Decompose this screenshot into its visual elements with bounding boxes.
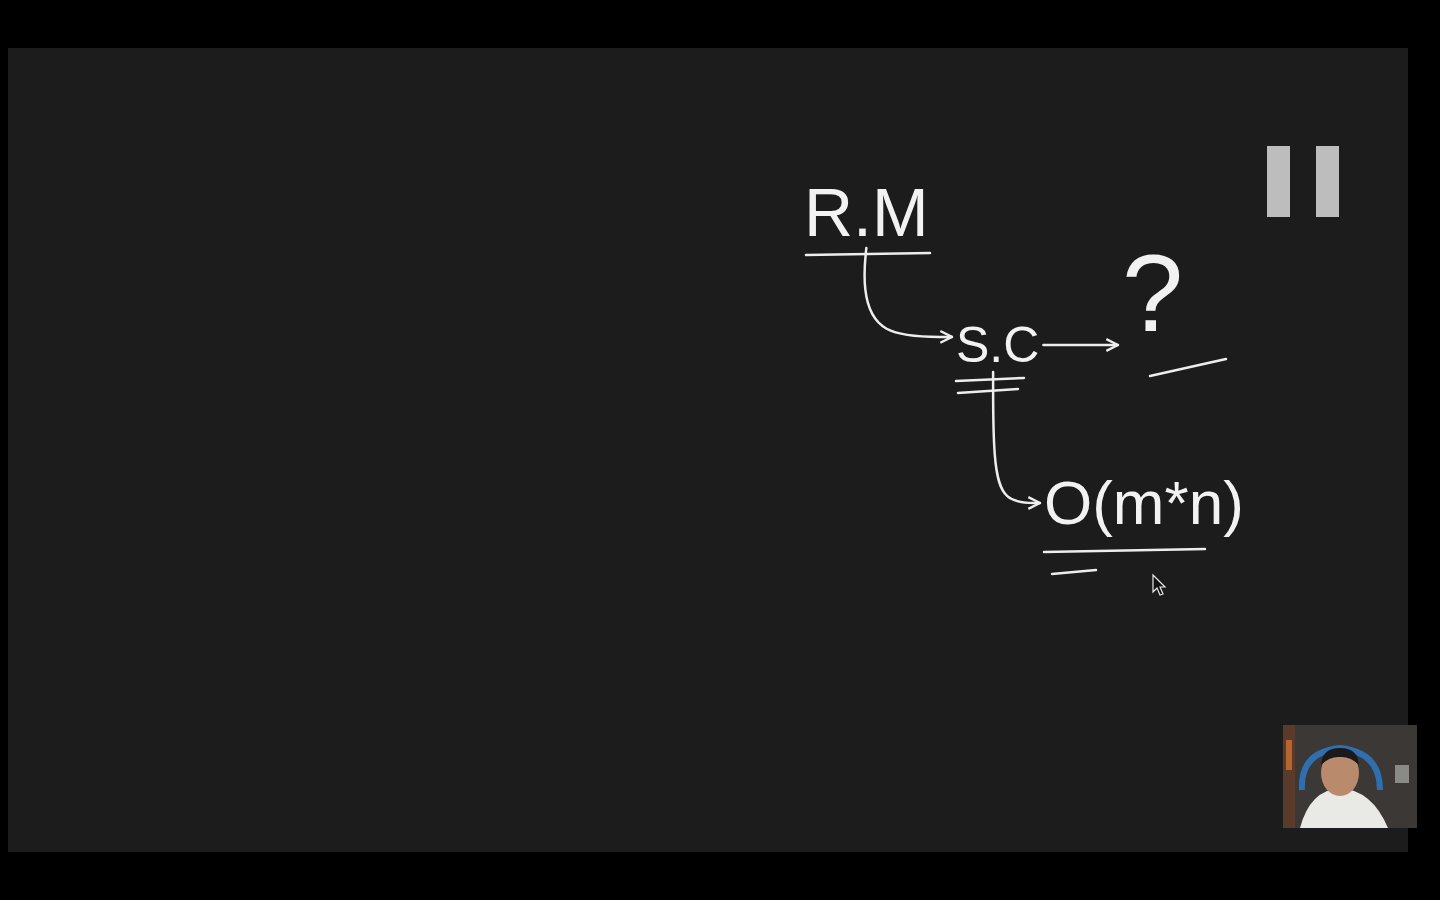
arrow-connector: [865, 248, 952, 337]
handwritten-term: O(m*n): [1040, 470, 1248, 536]
pause-icon: [1316, 146, 1339, 217]
board-ground: [8, 48, 1408, 852]
handwritten-term: R.M: [800, 176, 933, 248]
underline: [956, 378, 1024, 381]
term-text: S.C: [956, 320, 1039, 370]
underline: [958, 389, 1018, 393]
webcam-frame: [1395, 765, 1409, 783]
webcam-person: [1321, 748, 1359, 765]
handwritten-term: S.C: [952, 318, 1043, 372]
term-text: O(m*n): [1044, 472, 1244, 534]
underline: [1052, 570, 1096, 574]
arrow-connector: [993, 372, 1040, 503]
underline: [1150, 359, 1226, 376]
webcam-inset: [1283, 725, 1417, 828]
term-text: R.M: [804, 178, 929, 246]
arrow-connector: [1043, 344, 1118, 347]
webcam-shelf: [1286, 740, 1292, 770]
term-text: ?: [1122, 238, 1183, 348]
webcam-shelf: [1283, 725, 1295, 828]
pause-icon: [1267, 146, 1290, 217]
mouse-cursor: [1153, 575, 1165, 595]
handwritten-term: ?: [1118, 236, 1187, 350]
underline: [806, 253, 930, 255]
webcam-ground: [1283, 725, 1417, 828]
underline: [1044, 549, 1205, 552]
